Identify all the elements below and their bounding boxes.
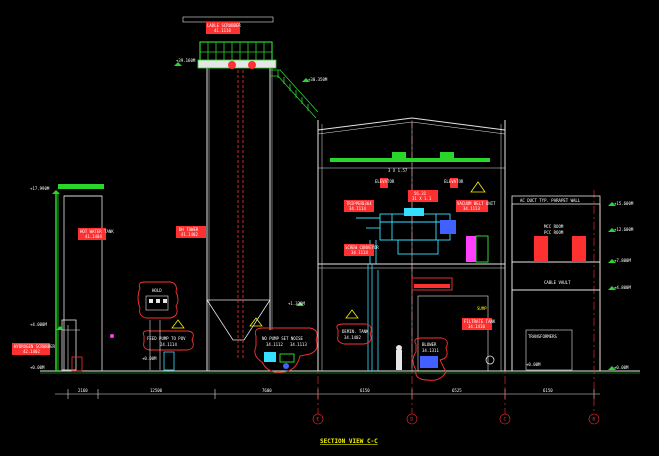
blower-tag: 34.1311 — [422, 348, 439, 353]
ac-duct-label: AC DUCT TYP. PARAPET WALL — [520, 198, 581, 203]
el-zero-far: +0.00M — [614, 365, 629, 370]
ladle-scrubber: LADLE SCRUBBER 41.1110 +39.160M +30.350M — [176, 16, 328, 119]
no-pump-tag1: 34.1112 — [266, 342, 283, 347]
grid-axis-labels: E D C B — [317, 417, 596, 422]
filtrate-tank-tag: 34.1410 — [468, 324, 485, 329]
el-zero-right: +0.00M — [526, 362, 541, 367]
dh-tower-label: DH TOWER — [179, 227, 199, 232]
right-annex: AC DUCT TYP. PARAPET WALL MCC ROOM PCC R… — [511, 195, 634, 371]
pcc-room-label: PCC ROOM — [544, 230, 564, 235]
el-right-2: +12.600M — [614, 227, 634, 232]
filtrate-tank-label: FILTRATE TANK — [464, 319, 496, 324]
el-right-3: +7.800M — [614, 258, 631, 263]
main-building — [317, 117, 506, 371]
tripper-label: TRIPPER — [346, 201, 363, 206]
tripper-tag2: 34.1114 — [349, 206, 366, 211]
ground-level — [40, 370, 640, 374]
hydrogen-scrubber-label: HYDROGEN SCRUBBER — [14, 344, 56, 349]
screw-conveyor-tag: 34.1114 — [351, 250, 368, 255]
axis-label-3: C — [504, 417, 507, 422]
screw-conveyor-label: SCREW CONVEYOR — [345, 245, 379, 250]
no-pump-area: NO PUMP SET NOISE 34.1112 34.1113 — [249, 317, 318, 373]
no-pump-tag2: 34.1113 — [290, 342, 307, 347]
el-right-4: +4.800M — [614, 285, 631, 290]
hydrogen-scrubber-tag: 42.1402 — [23, 349, 40, 354]
el-top-tower: +39.160M — [176, 58, 196, 63]
dim-2: 12500 — [150, 388, 163, 393]
transformers-label: TRANSFORMERS — [528, 334, 557, 339]
hydrogen-scrubber: HYDROGEN SCRUBBER 42.1402 +4.000M +0.00M — [12, 319, 114, 372]
el-dh-floor: +1.330M — [288, 301, 305, 306]
el-right-high: +15.600M — [614, 201, 634, 206]
ladle-scrubber-tag: 41.1110 — [214, 28, 231, 33]
feed-pump-label: FEED PUMP TO POV — [147, 336, 186, 341]
el-left-low: +4.000M — [30, 322, 47, 327]
demin-tank: DEMIN. TANK 34.1402 — [336, 309, 402, 370]
lower-equipment: FILTRATE TANK 34.1410 SUMP BLOWER 34.131… — [411, 277, 496, 381]
valve-icon — [110, 334, 114, 338]
demin-tank-tag: 34.1402 — [344, 335, 361, 340]
elevator2-label: ELEVATOR — [444, 179, 464, 184]
dh-tower: DH TOWER 41.1402 — [176, 60, 273, 371]
grid-axes — [312, 120, 600, 425]
vacuum-belt-tag: 34.1113 — [463, 206, 480, 211]
hot-water-tank-label: HOT WATER TANK — [80, 229, 114, 234]
hold-label: HOLD — [152, 288, 162, 293]
demin-tank-label: DEMIN. TANK — [342, 329, 369, 334]
blower-label: BLOWER — [422, 342, 437, 347]
dimension-line — [55, 389, 600, 399]
dim-1: 2160 — [78, 388, 88, 393]
ladle-scrubber-label: LADLE SCRUBBER — [207, 23, 241, 28]
mcc-room-label: MCC ROOM — [544, 224, 564, 229]
axis-label-4: B — [593, 417, 596, 422]
feed-pump-tag: 24.1114 — [160, 342, 177, 347]
dim-4: 6150 — [360, 388, 370, 393]
dh-tower-tag: 41.1402 — [181, 232, 198, 237]
drawing-title: SECTION VIEW C-C — [320, 438, 378, 445]
crane-label: 3 X 1.57 — [388, 168, 408, 173]
axis-label-1: E — [317, 417, 320, 422]
cable-tag: 56.31 — [414, 191, 427, 196]
tripper-tag: 1364 — [362, 201, 372, 206]
dimension-values: 2160 12500 7600 6150 6525 6150 — [78, 388, 553, 393]
process-equipment: ELEVATOR ELEVATOR 56.31 31 X 1.1 TRIPPER… — [344, 178, 496, 371]
dim-3: 7600 — [262, 388, 272, 393]
el-zero-left: +0.00M — [30, 365, 45, 370]
feed-pump-area: HOLD FEED PUMP TO POV 24.1114 +0.00M — [137, 281, 194, 371]
elevator1-label: ELEVATOR — [375, 179, 395, 184]
el-belt: +30.350M — [308, 77, 328, 82]
dim-6: 6150 — [543, 388, 553, 393]
el-hot-water: +17.990M — [30, 186, 50, 191]
sump-label: SUMP — [477, 306, 487, 311]
elevation-markers: +1.330M — [52, 62, 616, 370]
dim-5: 6525 — [452, 388, 462, 393]
axis-label-2: D — [411, 417, 414, 422]
no-pump-label: NO PUMP SET NOISE — [262, 336, 304, 341]
cable-vault-label: CABLE VAULT — [544, 280, 571, 285]
hot-water-tank-tag: 41.1404 — [85, 234, 102, 239]
cable-tag2: 31 X 1.1 — [412, 196, 432, 201]
vacuum-belt-label: VACUUM BELT UNIT — [457, 201, 496, 206]
hot-water-tank: HOT WATER TANK 41.1404 +17.990M — [30, 184, 114, 372]
el-zero-mid: +0.00M — [142, 356, 157, 361]
